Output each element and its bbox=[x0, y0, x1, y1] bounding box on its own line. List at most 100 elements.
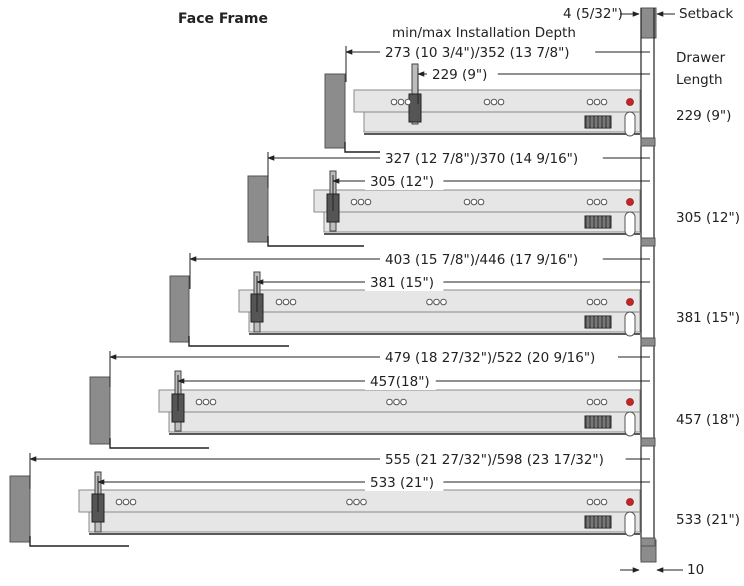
installation-depth-dim-label-bg bbox=[380, 348, 618, 366]
runner-lower-rail bbox=[248, 311, 641, 333]
installation-depth-dim: 479 (18 27/32")/522 (20 9/16") bbox=[109, 348, 650, 387]
mount-hole bbox=[600, 498, 608, 506]
runner-row-4: 479 (18 27/32")/522 (20 9/16") 457(18") 45… bbox=[89, 348, 740, 449]
mount-hole bbox=[364, 198, 372, 206]
mount-hole bbox=[593, 298, 601, 306]
cabinet-notch bbox=[640, 237, 656, 247]
runner-length-dim-label-bg bbox=[365, 473, 444, 491]
installation-depth-dim-label: 327 (12 7/8")/370 (14 9/16") bbox=[385, 151, 578, 167]
installation-depth-dim-label-bg bbox=[380, 250, 603, 268]
runner-length-dim: 381 (15") bbox=[256, 273, 650, 312]
cabinet-notch bbox=[640, 537, 656, 547]
runner-length-dim-label: 229 (9") bbox=[432, 67, 487, 83]
mount-hole bbox=[357, 198, 365, 206]
red-marker-dot bbox=[626, 98, 634, 106]
damper-cylinder bbox=[584, 515, 612, 529]
bottom-dimension-label: 10 bbox=[687, 562, 704, 578]
drawer-length-label: 457 (18") bbox=[676, 412, 740, 428]
runner-row-3: 403 (15 7/8")/446 (17 9/16")381 (15")381… bbox=[169, 250, 740, 347]
cabinet-notch bbox=[640, 137, 656, 147]
mount-hole bbox=[404, 98, 412, 106]
drawer-heading-2: Length bbox=[676, 72, 723, 88]
cabinet-notch bbox=[640, 337, 656, 347]
mount-hole bbox=[600, 298, 608, 306]
clip-lock bbox=[408, 93, 422, 123]
runner-length-dim-label: 533 (21") bbox=[370, 475, 434, 491]
runner-lower-rail bbox=[323, 211, 641, 233]
mount-hole bbox=[353, 498, 360, 506]
mount-hole bbox=[463, 198, 471, 206]
end-slot bbox=[624, 511, 636, 537]
installation-depth-dim-label: 555 (21 27/32")/598 (23 17/32") bbox=[385, 452, 604, 468]
end-slot bbox=[624, 111, 636, 137]
red-marker-dot bbox=[626, 198, 634, 206]
mount-hole bbox=[600, 198, 608, 206]
face-frame-block bbox=[9, 475, 31, 543]
mount-hole bbox=[386, 398, 393, 406]
end-slot bbox=[624, 411, 636, 437]
mount-hole bbox=[586, 298, 594, 306]
mount-hole bbox=[593, 98, 601, 106]
mount-hole bbox=[593, 198, 601, 206]
mount-hole bbox=[593, 498, 601, 506]
mount-hole bbox=[346, 498, 353, 506]
installation-depth-dim-label-bg bbox=[380, 149, 603, 167]
end-slot bbox=[624, 211, 636, 237]
mount-hole bbox=[490, 98, 498, 106]
mount-hole bbox=[360, 498, 367, 506]
mount-hole bbox=[195, 398, 203, 406]
face-frame-block bbox=[169, 275, 190, 343]
installation-depth-dim: 403 (15 7/8")/446 (17 9/16") bbox=[189, 250, 650, 289]
frame-bottom-line bbox=[109, 438, 209, 449]
runner-length-dim-label-bg bbox=[427, 65, 498, 83]
damper-cylinder bbox=[584, 115, 612, 129]
mount-hole bbox=[209, 398, 217, 406]
mount-hole bbox=[390, 98, 398, 106]
drawer-length-label: 229 (9") bbox=[676, 108, 731, 124]
mount-hole bbox=[497, 98, 505, 106]
face-frame-block bbox=[247, 175, 269, 243]
installation-depth-dim: 327 (12 7/8")/370 (14 9/16") bbox=[267, 149, 650, 188]
runner-row-5: 555 (21 27/32")/598 (23 17/32") 533 (21")… bbox=[9, 450, 740, 547]
runner-lower-rail bbox=[363, 111, 641, 133]
frame-bottom-line bbox=[29, 536, 129, 547]
installation-depth-dim-label: 479 (18 27/32")/522 (20 9/16") bbox=[385, 350, 595, 366]
damper-cylinder bbox=[584, 215, 612, 229]
installation-depth-dim: 273 (10 3/4")/352 (13 7/8") bbox=[345, 43, 650, 82]
mount-hole bbox=[593, 398, 601, 406]
mount-hole bbox=[289, 298, 297, 306]
runner-length-dim-label-bg bbox=[365, 372, 436, 390]
mount-hole bbox=[115, 498, 123, 506]
drawer-length-label: 305 (12") bbox=[676, 210, 740, 226]
installation-depth-dim-label: 273 (10 3/4")/352 (13 7/8") bbox=[385, 45, 570, 61]
mount-hole bbox=[350, 198, 358, 206]
runner-row-2: 327 (12 7/8")/370 (14 9/16") 305 (12") 305… bbox=[247, 149, 740, 247]
mount-hole bbox=[426, 298, 433, 306]
mount-hole bbox=[433, 298, 440, 306]
mount-hole bbox=[477, 198, 485, 206]
runner-length-dim-label: 457(18") bbox=[370, 374, 430, 390]
mount-hole bbox=[282, 298, 290, 306]
runner-length-dim-label: 305 (12") bbox=[370, 174, 434, 190]
drawer-length-label: 381 (15") bbox=[676, 310, 740, 326]
runner-length-dim: 457(18") bbox=[177, 372, 650, 411]
face-frame-block bbox=[89, 376, 111, 445]
frame-bottom-line bbox=[188, 336, 289, 347]
red-marker-dot bbox=[626, 498, 634, 506]
red-marker-dot bbox=[626, 398, 634, 406]
runner-length-dim-label-bg bbox=[365, 172, 444, 190]
runner-row-1: 273 (10 3/4")/352 (13 7/8") 229 (9") 229 (… bbox=[324, 43, 731, 153]
mount-hole bbox=[122, 498, 130, 506]
red-marker-dot bbox=[626, 298, 634, 306]
mount-hole bbox=[600, 98, 608, 106]
face-frame-block bbox=[324, 73, 346, 149]
mount-hole bbox=[586, 198, 594, 206]
frame-bottom-line bbox=[267, 236, 364, 247]
face-frame-label: Face Frame bbox=[178, 11, 268, 27]
mount-hole bbox=[400, 398, 407, 406]
damper-cylinder bbox=[584, 415, 612, 429]
drawer-length-label: 533 (21") bbox=[676, 512, 740, 528]
runner-lower-rail bbox=[88, 511, 641, 533]
